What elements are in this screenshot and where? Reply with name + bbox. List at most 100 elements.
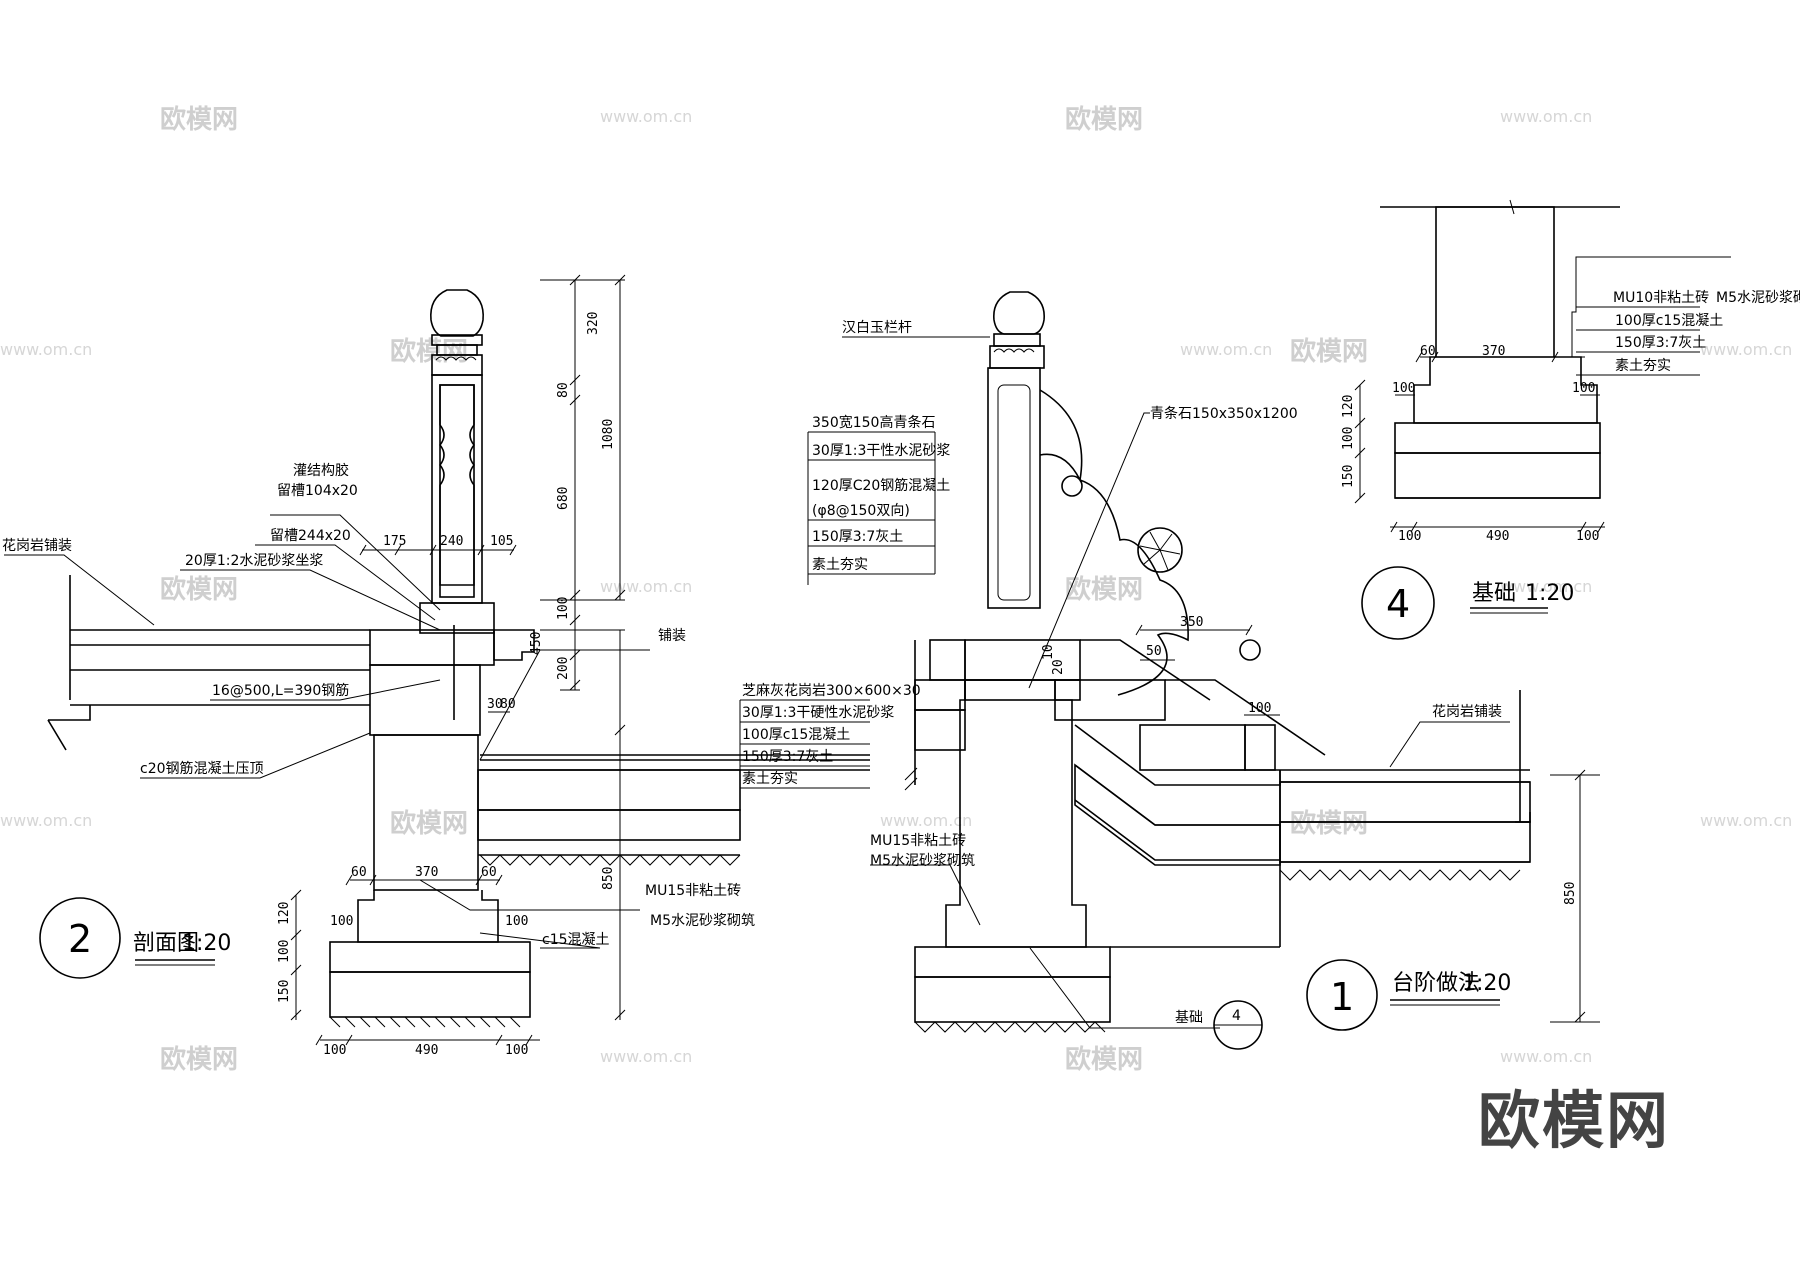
watermark-url: www.om.cn — [1700, 811, 1792, 830]
label-slot-2: 留槽244x20 — [270, 528, 351, 544]
svg-text:1080: 1080 — [601, 419, 616, 450]
svg-text:80: 80 — [500, 697, 516, 712]
svg-text:150: 150 — [277, 980, 292, 1003]
svg-text:60: 60 — [1420, 344, 1436, 359]
step-layer-2: 30厚1:3干性水泥砂浆 — [812, 443, 950, 459]
watermark-url: www.om.cn — [600, 107, 692, 126]
svg-text:850: 850 — [1563, 882, 1578, 905]
watermark-brand: 欧模网 — [1065, 1044, 1143, 1075]
section-4-dimensions: 60 370 100 100 120 100 150 100 490 100 — [1341, 344, 1599, 544]
watermark-brand: 欧模网 — [1290, 336, 1368, 367]
section-4-number: 4 — [1386, 582, 1410, 626]
label-blue-stone: 青条石150x350x1200 — [1150, 405, 1298, 422]
layer-4: 150厚3:7灰土 — [742, 749, 833, 765]
svg-text:370: 370 — [415, 865, 438, 880]
svg-text:100: 100 — [1576, 529, 1599, 544]
svg-text:60: 60 — [481, 865, 497, 880]
svg-text:490: 490 — [415, 1043, 438, 1058]
watermark-brand: 欧模网 — [160, 574, 238, 605]
svg-text:100: 100 — [505, 1043, 528, 1058]
label-brick-step: MU15非粘土砖 — [870, 833, 966, 849]
label-mortar-bed: 20厚1:2水泥砂浆坐浆 — [185, 553, 323, 569]
svg-text:100: 100 — [277, 940, 292, 963]
svg-text:100: 100 — [1248, 701, 1271, 716]
label-railing: 汉白玉栏杆 — [842, 320, 912, 336]
label-brick-mortar-step: M5水泥砂浆砌筑 — [870, 853, 975, 869]
section-2-drawing — [4, 274, 870, 1046]
svg-text:175: 175 — [383, 534, 406, 549]
label-brick: MU15非粘土砖 — [645, 883, 741, 899]
svg-text:80: 80 — [556, 382, 571, 398]
section-2-scale: 1:20 — [182, 931, 231, 956]
svg-text:680: 680 — [556, 487, 571, 510]
svg-text:370: 370 — [1482, 344, 1505, 359]
section-2-title: 剖面图 — [133, 931, 199, 956]
foundation-ref-number: 4 — [1232, 1008, 1241, 1024]
step-layer-6: 素土夯实 — [812, 557, 868, 573]
svg-text:10: 10 — [1041, 644, 1056, 660]
label-granite-paving: 花岗岩铺装 — [2, 538, 72, 554]
label-foundation: 基础 — [1175, 1009, 1203, 1026]
svg-text:350: 350 — [1180, 615, 1203, 630]
label-structural-glue: 灌结构胶 — [293, 462, 349, 479]
watermark-brand: 欧模网 — [390, 336, 468, 367]
layer-3: 100厚c15混凝土 — [742, 727, 850, 743]
step-layer-5: 150厚3:7灰土 — [812, 529, 903, 545]
svg-text:105: 105 — [490, 534, 513, 549]
watermark-url: www.om.cn — [1500, 577, 1592, 596]
label-concrete-coping: c20钢筋混凝土压顶 — [140, 760, 264, 777]
label-brick-mortar: M5水泥砂浆砌筑 — [650, 913, 755, 929]
section-2-dimensions: 320 80 680 1080 100 200 450 850 120 100 … — [277, 312, 616, 1058]
watermark-layer: 欧模网 www.om.cn 欧模网 www.om.cn www.om.cn 欧模… — [0, 104, 1792, 1075]
foundation-mortar-note: M5水泥砂浆砌筑 — [1716, 290, 1800, 306]
svg-text:100: 100 — [1572, 381, 1595, 396]
svg-text:240: 240 — [440, 534, 463, 549]
svg-text:200: 200 — [556, 657, 571, 680]
section-1-drawing — [807, 291, 1600, 1050]
svg-text:30: 30 — [487, 697, 503, 712]
watermark-brand: 欧模网 — [160, 1044, 238, 1075]
watermark-brand: 欧模网 — [1065, 574, 1143, 605]
watermark-url: www.om.cn — [0, 811, 92, 830]
section-4-drawing — [1354, 199, 1731, 640]
svg-text:100: 100 — [1341, 427, 1356, 450]
label-slot-1: 留槽104x20 — [277, 483, 358, 499]
foundation-layer-3: 150厚3:7灰土 — [1615, 335, 1706, 351]
watermark-brand: 欧模网 — [390, 808, 468, 839]
section-1-number: 1 — [1330, 975, 1354, 1019]
svg-text:20: 20 — [1051, 659, 1066, 675]
watermark-brand: 欧模网 — [1290, 808, 1368, 839]
section-1-title: 台阶做法 — [1392, 971, 1480, 996]
svg-text:100: 100 — [1398, 529, 1421, 544]
foundation-layer-1: MU10非粘土砖 — [1613, 290, 1709, 306]
svg-text:490: 490 — [1486, 529, 1509, 544]
watermark-url: www.om.cn — [600, 577, 692, 596]
layer-2: 30厚1:3干硬性水泥砂浆 — [742, 705, 894, 721]
watermark-url: www.om.cn — [0, 340, 92, 359]
label-granite-paving-right: 花岗岩铺装 — [1432, 704, 1502, 720]
brand-logo-text: 欧模网 — [1478, 1084, 1670, 1157]
svg-text:50: 50 — [1146, 644, 1162, 659]
svg-text:120: 120 — [277, 902, 292, 925]
section-4-title: 基础 — [1472, 581, 1516, 606]
foundation-layer-4: 素土夯实 — [1615, 358, 1671, 374]
svg-text:100: 100 — [1392, 381, 1415, 396]
svg-text:100: 100 — [323, 1043, 346, 1058]
step-layer-3: 120厚C20钢筋混凝土 — [812, 477, 950, 494]
section-2-callout-circle — [39, 897, 121, 979]
step-layer-1: 350宽150高青条石 — [812, 414, 935, 431]
foundation-wall — [1435, 206, 1555, 358]
finial-shape — [430, 289, 484, 337]
step-layer-4: (φ8@150双向) — [812, 503, 910, 519]
label-paving: 铺装 — [658, 628, 686, 644]
svg-text:320: 320 — [586, 312, 601, 335]
section-1-scale: 1:20 — [1462, 971, 1511, 996]
section-1-dimensions: 350 50 100 10 20 850 — [1041, 615, 1578, 905]
svg-text:100: 100 — [505, 914, 528, 929]
layer-1: 芝麻灰花岗岩300×600×30 — [742, 683, 921, 699]
section-4-scale: 1:20 — [1525, 581, 1574, 606]
svg-text:850: 850 — [601, 867, 616, 890]
label-rebar: 16@500,L=390钢筋 — [212, 682, 349, 699]
svg-text:100: 100 — [556, 597, 571, 620]
watermark-url: www.om.cn — [1500, 107, 1592, 126]
